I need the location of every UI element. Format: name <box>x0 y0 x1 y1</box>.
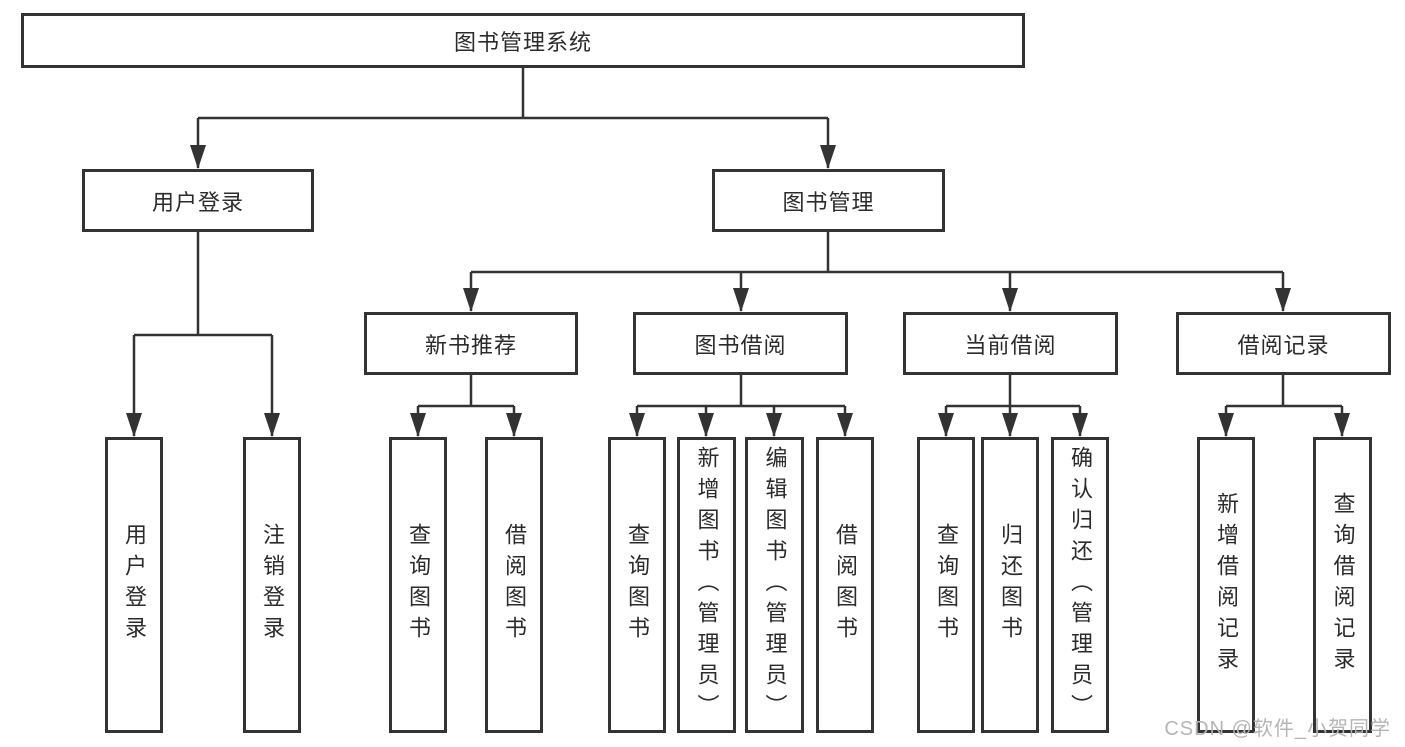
node-library-management-system: 图书管理系统 <box>21 13 1025 68</box>
leaf-label: 查询图书 <box>934 523 959 647</box>
node-borrowing-records: 借阅记录 <box>1176 312 1391 375</box>
leaf-current-confirm-return-admin: 确认归还（管理员） <box>1051 437 1109 733</box>
leaf-borrow-query-books: 查询图书 <box>608 437 666 733</box>
node-user-login: 用户登录 <box>82 169 314 232</box>
leaf-label: 借阅图书 <box>833 523 858 647</box>
csdn-watermark: CSDN @软件_小贺同学 <box>1164 718 1391 740</box>
node-label: 图书借阅 <box>694 332 787 358</box>
leaf-label: 确认归还（管理员） <box>1068 445 1093 725</box>
leaf-label: 查询借阅记录 <box>1330 492 1356 678</box>
node-label: 用户登录 <box>151 189 244 215</box>
leaf-records-query-record: 查询借阅记录 <box>1313 437 1372 733</box>
leaf-rec-borrow-books: 借阅图书 <box>485 437 543 733</box>
leaf-current-query-books: 查询图书 <box>917 437 975 733</box>
leaf-borrow-add-books-admin: 新增图书（管理员） <box>677 437 736 733</box>
leaf-label: 新增借阅记录 <box>1214 492 1239 678</box>
leaf-label: 注销登录 <box>260 523 285 647</box>
leaf-records-add-record: 新增借阅记录 <box>1197 437 1255 733</box>
leaf-label: 归还图书 <box>998 523 1023 647</box>
leaf-label: 借阅图书 <box>502 523 527 647</box>
leaf-borrow-borrow-books: 借阅图书 <box>816 437 874 733</box>
leaf-label: 新增图书（管理员） <box>694 445 720 725</box>
leaf-label: 用户登录 <box>122 523 147 647</box>
node-label: 图书管理 <box>782 189 875 215</box>
node-label: 借阅记录 <box>1237 332 1330 358</box>
leaf-borrow-edit-books-admin: 编辑图书（管理员） <box>745 437 804 733</box>
node-label: 当前借阅 <box>964 332 1057 358</box>
node-new-book-recommendation: 新书推荐 <box>364 312 578 375</box>
node-book-borrowing: 图书借阅 <box>633 312 848 375</box>
leaf-label: 编辑图书（管理员） <box>762 445 788 725</box>
leaf-user-login: 用户登录 <box>105 437 163 733</box>
node-book-management: 图书管理 <box>712 169 945 232</box>
leaf-label: 查询图书 <box>625 523 650 647</box>
leaf-logout: 注销登录 <box>243 437 301 733</box>
node-current-borrowing: 当前借阅 <box>903 312 1118 375</box>
leaf-rec-query-books: 查询图书 <box>389 437 447 733</box>
node-label: 新书推荐 <box>424 332 517 358</box>
leaf-label: 查询图书 <box>406 523 431 647</box>
leaf-current-return-books: 归还图书 <box>981 437 1039 733</box>
node-label: 图书管理系统 <box>453 29 592 55</box>
